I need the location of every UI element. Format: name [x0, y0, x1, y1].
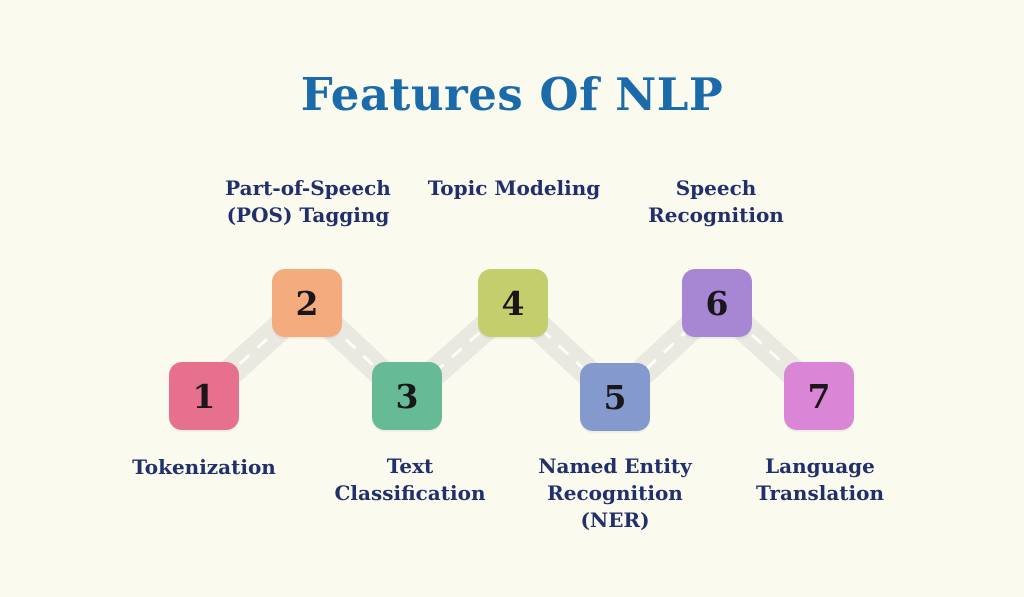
step-7-number: 7 — [807, 376, 831, 416]
step-3-number: 3 — [395, 376, 419, 416]
step-4-number: 4 — [501, 283, 525, 323]
page-title: Features Of NLP — [300, 68, 724, 121]
step-2-number: 2 — [295, 283, 319, 323]
step-4-box: 4 — [478, 269, 548, 337]
step-5-box: 5 — [580, 363, 650, 431]
step-2-box: 2 — [272, 269, 342, 337]
step-1-label: Tokenization — [132, 455, 276, 479]
step-1-number: 1 — [192, 376, 216, 416]
step-4-label: Topic Modeling — [427, 176, 601, 200]
step-3-box: 3 — [372, 362, 442, 430]
step-5-label: Named Entity Recognition (NER) — [538, 454, 692, 532]
step-6-box: 6 — [682, 269, 752, 337]
step-6-number: 6 — [705, 283, 729, 323]
step-1-box: 1 — [169, 362, 239, 430]
step-3-label: Text Classification — [334, 454, 486, 505]
step-5-number: 5 — [603, 377, 627, 417]
step-7-box: 7 — [784, 362, 854, 430]
step-6-label: Speech Recognition — [648, 176, 784, 227]
step-2-label: Part-of-Speech (POS) Tagging — [225, 176, 391, 227]
step-7-label: Language Translation — [756, 454, 884, 505]
